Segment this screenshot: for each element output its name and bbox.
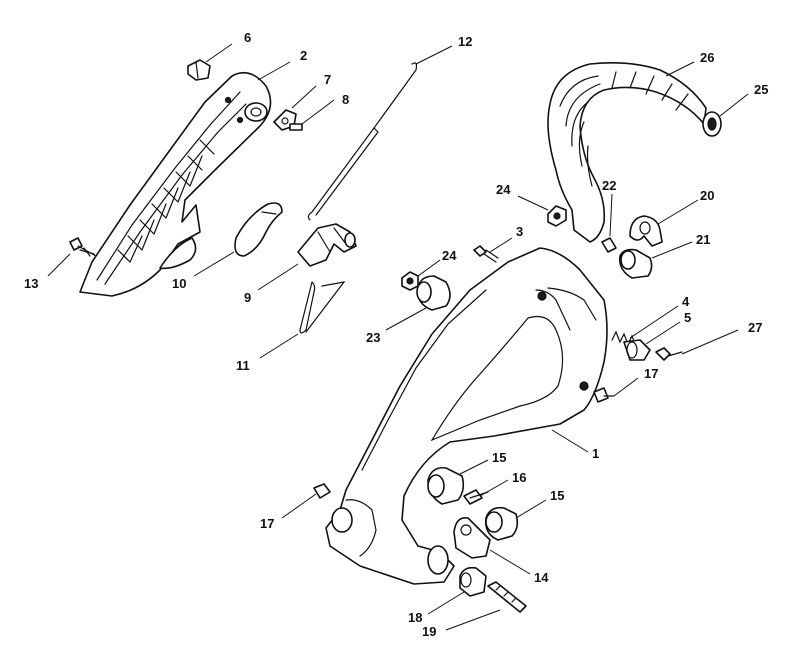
part-13-screw xyxy=(69,237,97,257)
callout-2: 2 xyxy=(300,48,307,63)
leader-lines xyxy=(47,43,749,631)
part-17-screw-left xyxy=(313,483,331,499)
callout-3: 3 xyxy=(516,224,523,239)
callout-10: 10 xyxy=(172,276,186,291)
part-9-throttle-lever xyxy=(297,223,357,267)
callout-12: 12 xyxy=(458,34,472,49)
callout-1: 1 xyxy=(592,446,599,461)
part-14-bracket xyxy=(453,516,491,559)
part-23-buffer xyxy=(416,275,451,311)
callout-11: 11 xyxy=(236,358,250,373)
callout-15-upper: 15 xyxy=(492,450,506,465)
part-8-screw xyxy=(289,123,303,131)
callout-9: 9 xyxy=(244,290,251,305)
part-2-handle-molding xyxy=(79,71,272,297)
callout-17-right: 17 xyxy=(644,366,658,381)
callout-17-left: 17 xyxy=(260,516,274,531)
part-20-clamp xyxy=(629,215,663,247)
callout-8: 8 xyxy=(342,92,349,107)
part-15-buffer-lower xyxy=(484,506,519,541)
part-21-buffer xyxy=(618,248,653,279)
part-3-screw xyxy=(473,245,499,263)
callout-15-lower: 15 xyxy=(550,488,564,503)
part-15-buffer-upper xyxy=(427,466,465,505)
callout-4: 4 xyxy=(682,294,690,309)
part-22-screw xyxy=(601,237,617,253)
part-24-nut-upper xyxy=(547,205,567,227)
part-17-screw-right xyxy=(593,387,615,403)
callout-20: 20 xyxy=(700,188,714,203)
callout-23: 23 xyxy=(366,330,380,345)
part-10-trigger xyxy=(234,202,283,257)
callout-6: 6 xyxy=(244,30,251,45)
part-12-throttle-rod xyxy=(307,62,418,221)
callout-19: 19 xyxy=(422,624,436,639)
callout-18: 18 xyxy=(408,610,422,625)
callout-labels: 6 2 7 8 12 13 10 9 11 26 25 24 22 20 21 … xyxy=(24,30,768,639)
part-5-buffer xyxy=(623,339,651,361)
callout-7: 7 xyxy=(324,72,331,87)
part-16-plug xyxy=(463,489,489,505)
part-27-screw xyxy=(655,347,683,361)
callout-24-upper: 24 xyxy=(496,182,511,197)
callout-27: 27 xyxy=(748,320,762,335)
callout-5: 5 xyxy=(684,310,691,325)
part-18-sleeve xyxy=(459,566,487,597)
part-4-spring xyxy=(611,330,637,347)
part-24-nut-lower xyxy=(401,271,419,291)
part-26-handlebar xyxy=(547,62,722,243)
callout-26: 26 xyxy=(700,50,714,65)
part-11-spring xyxy=(299,281,346,334)
part-6-clip xyxy=(187,59,211,81)
part-19-bolt xyxy=(487,581,527,613)
part-1-handle-housing xyxy=(325,247,608,585)
callout-22: 22 xyxy=(602,178,616,193)
callout-14: 14 xyxy=(534,570,549,585)
callout-16: 16 xyxy=(512,470,526,485)
callout-24-lower: 24 xyxy=(442,248,457,263)
callout-21: 21 xyxy=(696,232,710,247)
callout-25: 25 xyxy=(754,82,768,97)
callout-13: 13 xyxy=(24,276,38,291)
